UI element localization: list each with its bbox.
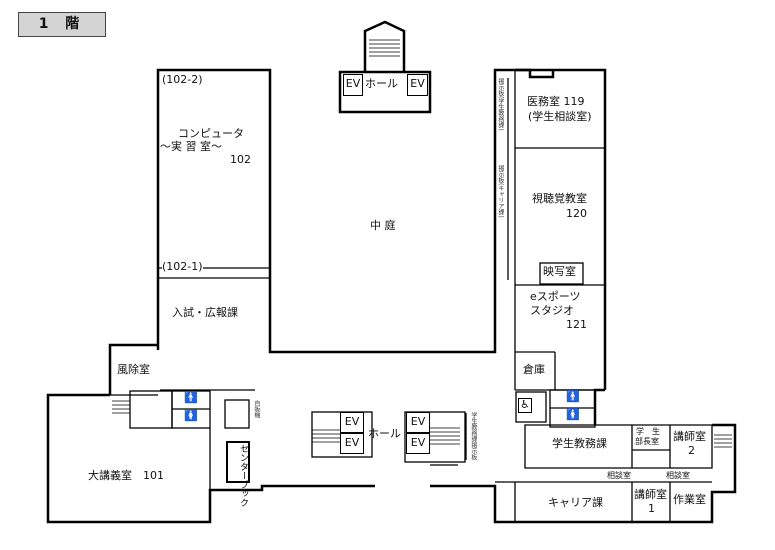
windbreak-room: 風除室	[117, 363, 150, 376]
center-hall-label: ホール	[368, 427, 401, 440]
medical-room: 医務室 119	[527, 95, 585, 108]
student-affairs-office: 学生教務課	[552, 437, 607, 450]
center-book-shop: センターブック	[238, 444, 248, 507]
esports-line2: スタジオ	[530, 304, 574, 317]
lecturer-room-2-number: 2	[688, 444, 695, 457]
lecture-hall-101: 大講義室 101	[88, 469, 164, 482]
elevator-center-4: EV	[406, 433, 430, 454]
top-hall-label: ホール	[365, 77, 398, 90]
top-hall	[338, 70, 432, 114]
lab-number: 102	[230, 153, 251, 166]
board-career: 掲示板(キャリア課)	[496, 165, 504, 218]
lab-102-1-label: (102-1)	[162, 260, 203, 274]
lecturer-room-1-number: 1	[648, 502, 655, 515]
elevator-top-right: EV	[407, 74, 428, 96]
lab-102-2-label: (102-2)	[162, 73, 203, 86]
storage-room: 倉庫	[523, 363, 545, 376]
vending-machine-label: 自販機	[252, 400, 260, 418]
av-room: 視聴覚教室	[532, 192, 587, 205]
accessible-toilet-icon: ♿	[518, 398, 532, 413]
lecturer-room-1: 講師室	[634, 488, 667, 501]
consultation-room-left: 相談室	[607, 471, 631, 480]
career-office: キャリア課	[548, 496, 603, 509]
elevator-top-left: EV	[343, 74, 363, 96]
mens-toilet-icon: 🚹	[184, 391, 198, 404]
medical-room-sub: (学生相談室)	[528, 110, 592, 123]
elevator-center-2: EV	[340, 433, 364, 454]
mens-toilet-icon-right: 🚹	[566, 390, 580, 403]
admissions-office: 入試・広報課	[172, 306, 238, 319]
courtyard: 中 庭	[370, 219, 396, 232]
dean-room-line2: 部長室	[635, 437, 659, 446]
esports-number: 121	[566, 318, 587, 331]
womens-toilet-icon: 🚺	[184, 409, 198, 422]
lab-name-line2: 〜実 習 室〜	[160, 140, 222, 153]
north-wing	[156, 68, 607, 390]
board-student-affairs: 掲示板(学生教務課)	[496, 78, 504, 131]
work-room: 作業室	[673, 493, 706, 506]
lab-name-line1: コンピュータ	[178, 127, 244, 140]
womens-toilet-icon-right: 🚺	[566, 408, 580, 421]
projection-room: 映写室	[543, 265, 576, 278]
floor-title: 1 階	[18, 12, 106, 37]
lecturer-room-2: 講師室	[673, 430, 706, 443]
esports-line1: eスポーツ	[530, 290, 581, 303]
elevator-center-1: EV	[340, 412, 364, 433]
elevator-center-3: EV	[406, 412, 430, 433]
av-room-number: 120	[566, 207, 587, 220]
board-center: 学生教務課掲示板	[469, 412, 477, 460]
consultation-room-right: 相談室	[666, 471, 690, 480]
dean-room-line1: 学 生	[636, 427, 660, 436]
stair-tower	[363, 20, 406, 72]
